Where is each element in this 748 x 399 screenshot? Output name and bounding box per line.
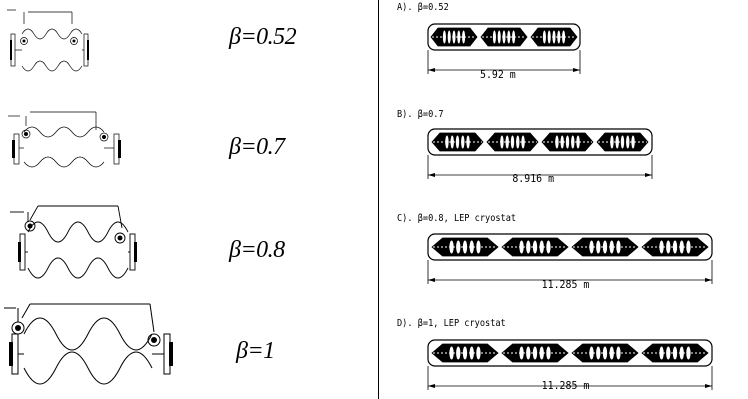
cryomodule-a-title: A). β=0.52	[397, 2, 449, 13]
cryomodule-d-title: D). β=1, LEP cryostat	[397, 318, 506, 329]
beta-label-052: β=0.52	[229, 24, 297, 50]
cryomodule-d-drawing	[427, 339, 713, 390]
cryostat-vessel	[427, 233, 713, 261]
cryomodule-b-drawing	[427, 128, 653, 179]
cavity-1	[431, 132, 484, 152]
cryomodule-b-length: 8.916 m	[512, 172, 555, 185]
cavity-3	[541, 132, 594, 152]
panel-divider	[378, 0, 379, 399]
cavity-1	[431, 343, 499, 363]
cryostat-vessel	[427, 128, 653, 156]
cavity-2	[480, 27, 528, 47]
cavity-3	[530, 27, 578, 47]
cryomodule-c-title: C). β=0.8, LEP cryostat	[397, 213, 517, 224]
cavity-1	[431, 237, 499, 257]
cryomodule-d-length: 11.285 m	[541, 379, 590, 392]
cavity-4	[641, 343, 709, 363]
cryostat-vessel	[427, 339, 713, 367]
cavity-drawing-beta-052	[7, 9, 89, 72]
cavity-2	[501, 237, 569, 257]
cryomodule-a-drawing	[427, 23, 581, 74]
beta-label-1: β=1	[236, 338, 275, 364]
cavity-3	[571, 237, 639, 257]
cavity-1	[430, 27, 478, 47]
cavity-3	[571, 343, 639, 363]
beta-label-07: β=0.7	[229, 134, 285, 160]
cavity-drawing-beta-07	[8, 111, 121, 168]
cavity-2	[501, 343, 569, 363]
beta-label-08: β=0.8	[229, 237, 285, 263]
cavity-4	[596, 132, 649, 152]
cryomodule-b-title: B). β=0.7	[397, 109, 444, 120]
cryomodule-a-length: 5.92 m	[479, 68, 516, 81]
cavity-drawing-beta-1	[4, 303, 173, 385]
cavity-4	[641, 237, 709, 257]
cavity-2	[486, 132, 539, 152]
cavity-drawing-beta-08	[10, 205, 137, 279]
cryomodule-c-length: 11.285 m	[541, 278, 590, 291]
cryostat-vessel	[427, 23, 581, 51]
cryomodule-c-drawing	[427, 233, 713, 284]
